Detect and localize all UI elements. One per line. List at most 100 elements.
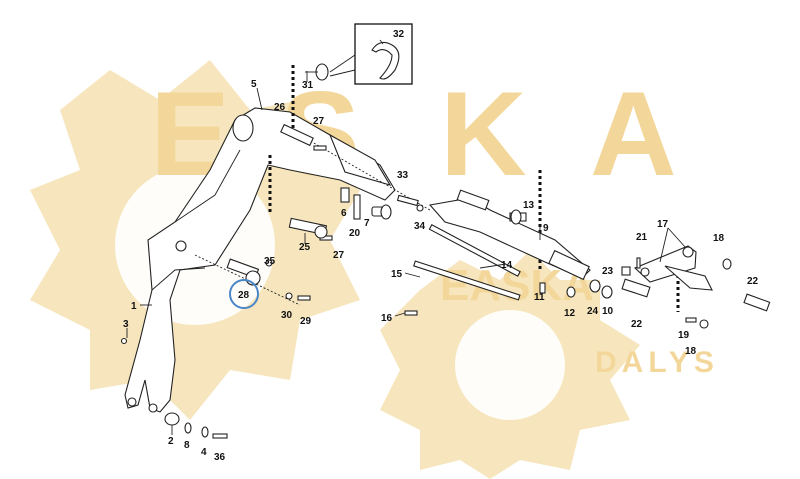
callout-27a: 27 xyxy=(313,116,325,127)
part-9-ear xyxy=(456,189,490,211)
callout-9: 9 xyxy=(543,223,549,234)
part-26-pin xyxy=(280,123,314,147)
callout-22b: 22 xyxy=(747,276,759,287)
callouts: 1 2 3 4 5 6 7 8 9 10 11 12 13 14 15 16 1… xyxy=(123,29,759,463)
callout-30: 30 xyxy=(281,310,293,321)
part-35-bolt xyxy=(265,259,273,267)
callout-13: 13 xyxy=(523,200,535,211)
callout-16: 16 xyxy=(381,313,393,324)
callout-2: 2 xyxy=(168,436,174,447)
part-13-head xyxy=(510,209,522,225)
leader-17b xyxy=(667,227,687,249)
pin-axis-28 xyxy=(194,254,301,306)
callout-25: 25 xyxy=(299,242,311,253)
callout-19: 19 xyxy=(678,330,690,341)
leader-15 xyxy=(404,272,421,278)
watermark-gear-hole-2 xyxy=(455,310,565,420)
callout-18a: 18 xyxy=(713,233,725,244)
part-23-fitting xyxy=(621,266,631,276)
leader-5 xyxy=(256,87,263,111)
callout-3: 3 xyxy=(123,319,129,330)
boom-edge-line-2 xyxy=(151,267,206,291)
callout-26: 26 xyxy=(274,102,286,113)
part-33-bolt xyxy=(396,194,419,207)
part-9-body xyxy=(548,249,590,281)
part-18b-nut xyxy=(699,319,709,329)
leader-32 xyxy=(379,39,384,45)
part-21-bolt xyxy=(636,257,641,269)
part-32-clip xyxy=(371,41,400,80)
callout-36: 36 xyxy=(214,452,226,463)
part-22a-pin xyxy=(621,278,651,298)
callout-32: 32 xyxy=(393,29,405,40)
callout-5: 5 xyxy=(251,79,257,90)
part-18a-nut xyxy=(722,258,732,270)
inset-leader-2 xyxy=(329,69,356,77)
callout-18b: 18 xyxy=(685,346,697,357)
callout-20: 20 xyxy=(349,228,361,239)
part-17-plate xyxy=(664,265,713,291)
part-11-bolt xyxy=(539,282,546,294)
part-4-ring xyxy=(201,426,209,438)
highlight-ring-28 xyxy=(229,279,259,309)
part-14-rod xyxy=(428,224,521,277)
part-3-grease xyxy=(120,337,128,345)
leader-17a xyxy=(659,227,669,263)
leader-14 xyxy=(479,263,507,269)
part-34-nut xyxy=(416,204,424,212)
part-24-washer xyxy=(589,279,601,293)
callout-22a: 22 xyxy=(631,319,643,330)
part-25-head xyxy=(314,225,328,239)
callout-24: 24 xyxy=(587,306,599,317)
part-30-washer xyxy=(285,292,293,300)
callout-31: 31 xyxy=(302,80,314,91)
callout-14: 14 xyxy=(501,260,513,271)
watermark-letter-a: A xyxy=(590,67,677,201)
part-36-bolt xyxy=(212,433,228,439)
callout-8: 8 xyxy=(184,440,190,451)
part-17-hole-2 xyxy=(640,267,650,277)
boom-top-boss xyxy=(232,114,254,142)
leader-16 xyxy=(394,312,406,317)
parts xyxy=(120,23,771,439)
part-29-bolt xyxy=(297,295,311,301)
boom-assembly xyxy=(124,107,396,413)
callout-10: 10 xyxy=(602,306,614,317)
callout-6: 6 xyxy=(341,208,347,219)
callout-15: 15 xyxy=(391,269,403,280)
callout-27b: 27 xyxy=(333,250,345,261)
boom-foot-hole-left xyxy=(127,397,137,407)
part-7-head xyxy=(380,204,392,220)
part-20-bolt xyxy=(353,194,361,220)
part-16-bolt xyxy=(404,310,418,316)
callout-11: 11 xyxy=(534,292,545,303)
part-19-bolt xyxy=(685,317,697,323)
watermark: E S K A EASKA DALYS xyxy=(30,60,719,479)
callout-17: 17 xyxy=(657,219,669,230)
part-27a-bolt xyxy=(313,145,327,151)
leader-lines xyxy=(126,39,687,435)
part-22b-pin xyxy=(743,293,771,312)
boom-edge-line xyxy=(174,149,241,223)
callout-35: 35 xyxy=(264,256,276,267)
inset-leader xyxy=(329,54,356,73)
boom-mid-hole xyxy=(175,240,187,252)
callout-28: 28 xyxy=(238,290,250,301)
boom-foot-hole-right xyxy=(148,403,158,413)
callout-12: 12 xyxy=(564,308,576,319)
part-15-rod xyxy=(413,260,521,301)
callout-29: 29 xyxy=(300,316,312,327)
boom-head xyxy=(328,133,392,186)
callout-4: 4 xyxy=(201,447,207,458)
part-2-bushing xyxy=(164,412,180,426)
part-6-bushing xyxy=(340,187,350,203)
part-12-nut xyxy=(566,286,576,298)
part-8-washer xyxy=(184,422,192,434)
callout-1: 1 xyxy=(131,301,137,312)
watermark-word-2: DALYS xyxy=(595,346,719,379)
callout-21: 21 xyxy=(636,232,648,243)
part-17-hole xyxy=(682,246,694,258)
callout-7: 7 xyxy=(364,218,370,229)
